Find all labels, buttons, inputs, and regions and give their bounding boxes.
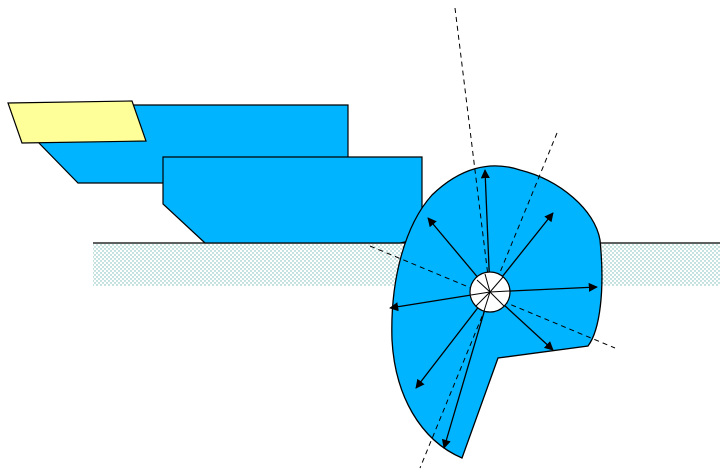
rotor-body: [391, 165, 603, 459]
arrow-down-left: [441, 291, 491, 449]
deck-plate: [7, 100, 147, 144]
lower-hull: [162, 156, 423, 244]
dashed-line-vertical: [454, 7, 491, 293]
hub-spokes: [470, 273, 511, 312]
